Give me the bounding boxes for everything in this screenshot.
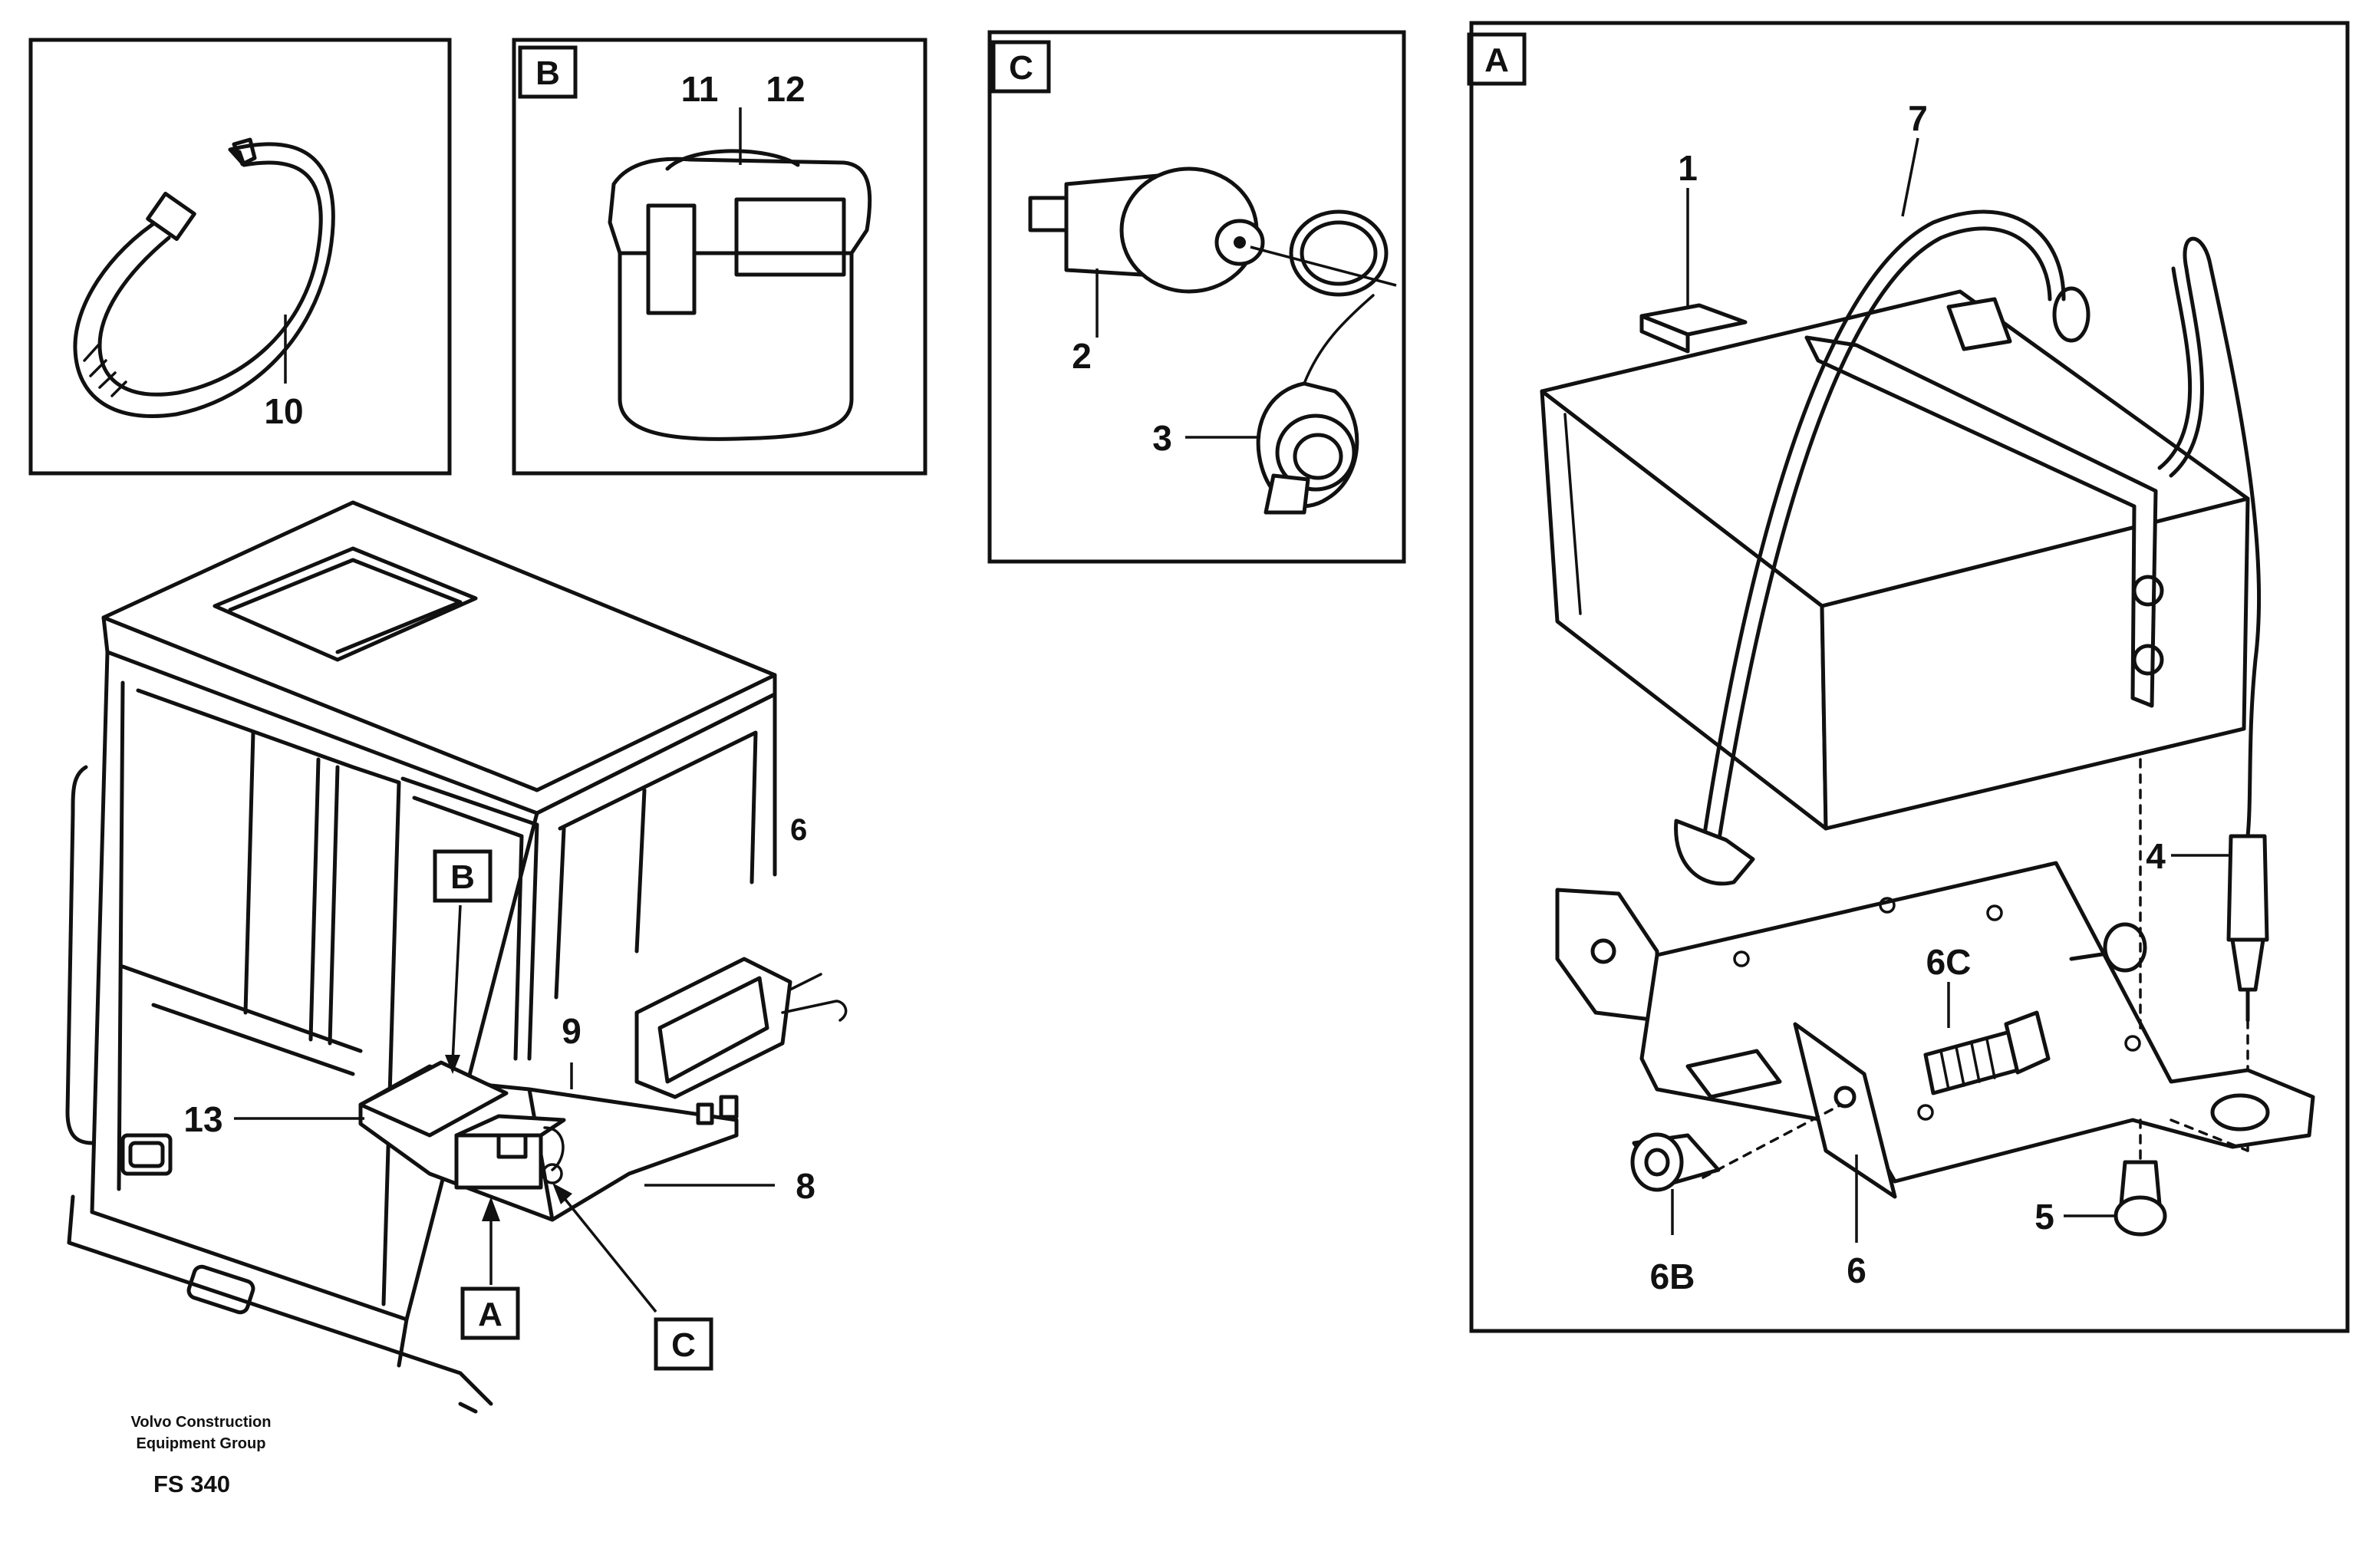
callout-12: 12 <box>766 69 805 109</box>
ground-cable-illustration <box>1674 209 2090 886</box>
pointer-tag-c: C <box>671 1326 696 1364</box>
pointer-tag-b: B <box>450 858 475 896</box>
cab-overview: 6 B A C <box>65 500 848 1414</box>
detail-tag-b: B <box>535 54 560 92</box>
detail-tag-c: C <box>1009 49 1033 87</box>
callout-6: 6 <box>1847 1250 1866 1290</box>
cab-mounting-plate <box>358 1060 739 1222</box>
callout-6b: 6B <box>1650 1257 1695 1296</box>
callout-8: 8 <box>796 1166 815 1206</box>
footer: Volvo Construction Equipment Group FS 34… <box>131 1414 272 1497</box>
company-name-line2: Equipment Group <box>137 1435 266 1452</box>
callout-13: 13 <box>183 1099 222 1139</box>
detail-tag-a: A <box>1484 41 1509 79</box>
nut-6b-illustration <box>1630 1132 1721 1235</box>
callout-2: 2 <box>1072 336 1092 376</box>
callout-1: 1 <box>1678 148 1698 188</box>
leader-7 <box>1901 137 1919 217</box>
antenna-lead-illustration <box>2157 236 2269 1152</box>
panel-detail-c: C 2 3 <box>987 30 1406 564</box>
panel-detail-b: B 11 12 <box>512 38 927 476</box>
figure-code: FS 340 <box>153 1471 230 1497</box>
callout-7: 7 <box>1908 98 1928 138</box>
control-box-illustration <box>1540 289 2250 831</box>
callout-4: 4 <box>2146 836 2166 876</box>
pointer-arrow-c <box>558 1191 657 1313</box>
callout-11: 11 <box>681 69 719 109</box>
pointer-tag-b-box <box>433 849 493 903</box>
relay-holder-illustration <box>608 107 872 441</box>
detail-tag-b-box <box>518 45 578 99</box>
cable-tie-illustration <box>73 137 335 418</box>
company-name-line1: Volvo Construction <box>131 1414 272 1431</box>
pointer-tag-c-box <box>654 1317 713 1371</box>
pointer-arrow-b <box>451 904 462 1063</box>
panel-detail-a: A <box>1467 21 2350 1333</box>
callout-5: 5 <box>2034 1197 2054 1237</box>
panel-cable-tie: 10 <box>28 38 452 476</box>
screw-5-illustration <box>2064 1160 2167 1237</box>
detail-tag-a-box <box>1467 32 1527 86</box>
cab-illustration: 6 <box>65 500 848 1414</box>
pointer-tag-a: A <box>478 1296 502 1333</box>
svg-text:6: 6 <box>790 813 807 847</box>
detail-tag-c-box <box>991 40 1051 94</box>
socket-illustration <box>1028 166 1397 515</box>
bolt-6c-illustration <box>1923 982 2051 1095</box>
callout-10: 10 <box>264 391 303 431</box>
callout-9: 9 <box>562 1011 582 1051</box>
mounting-bracket-illustration <box>1555 758 2315 1199</box>
callout-6c: 6C <box>1926 942 1972 982</box>
pointer-tag-a-box <box>460 1286 520 1340</box>
callout-3: 3 <box>1152 418 1172 458</box>
